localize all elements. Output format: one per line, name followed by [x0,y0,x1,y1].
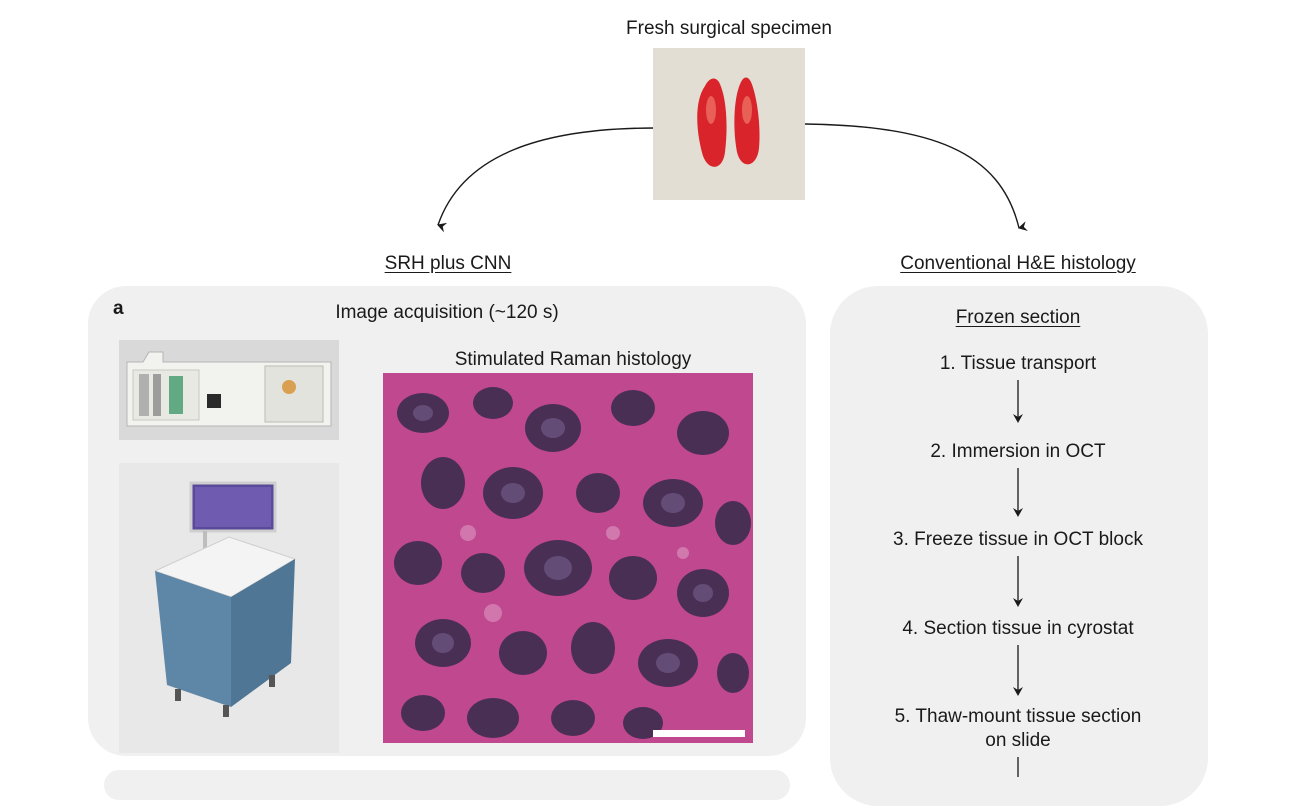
arrow-to-srh [437,127,656,233]
stimulated-raman-histology-image [383,373,753,743]
step-arrow-5 [1017,757,1019,777]
step-5-text-line2: on slide [985,730,1051,751]
he-branch-title: Conventional H&E histology [900,253,1136,274]
step-5: 5. Thaw-mount tissue section on slide [895,705,1142,753]
step-5-text-line1: 5. Thaw-mount tissue section [894,706,1142,727]
step-3-text: 3. Freeze tissue in OCT block [893,529,1143,550]
step-1: 1. Tissue transport [940,352,1096,376]
step-3: 3. Freeze tissue in OCT block [893,528,1143,552]
frozen-section-title: Frozen section [955,307,1081,328]
panel-b-edge [104,770,790,800]
step-1-text: 1. Tissue transport [939,353,1097,374]
step-4-text: 4. Section tissue in cyrostat [902,618,1134,639]
step-arrow-2 [1013,468,1023,517]
srh-image-title: Stimulated Raman histology [454,349,692,370]
surgical-specimen-photo [653,48,805,200]
step-arrow-3 [1013,556,1023,607]
arrow-to-he [804,123,1028,231]
step-arrow-4 [1013,645,1023,696]
srh-imaging-system-photo [119,463,339,753]
branch-arrows [437,123,1028,233]
step-4: 4. Section tissue in cyrostat [902,617,1133,641]
specimen-title: Fresh surgical specimen [626,18,832,39]
step-2-text: 2. Immersion in OCT [930,441,1106,462]
panel-label-a: a [113,298,124,319]
acquisition-title: Image acquisition (~120 s) [335,302,559,323]
tissue-slide-photo [119,340,339,440]
step-arrow-1 [1013,380,1023,423]
frozen-section-panel [830,286,1208,806]
srh-branch-title: SRH plus CNN [384,253,512,274]
step-2: 2. Immersion in OCT [930,440,1105,464]
